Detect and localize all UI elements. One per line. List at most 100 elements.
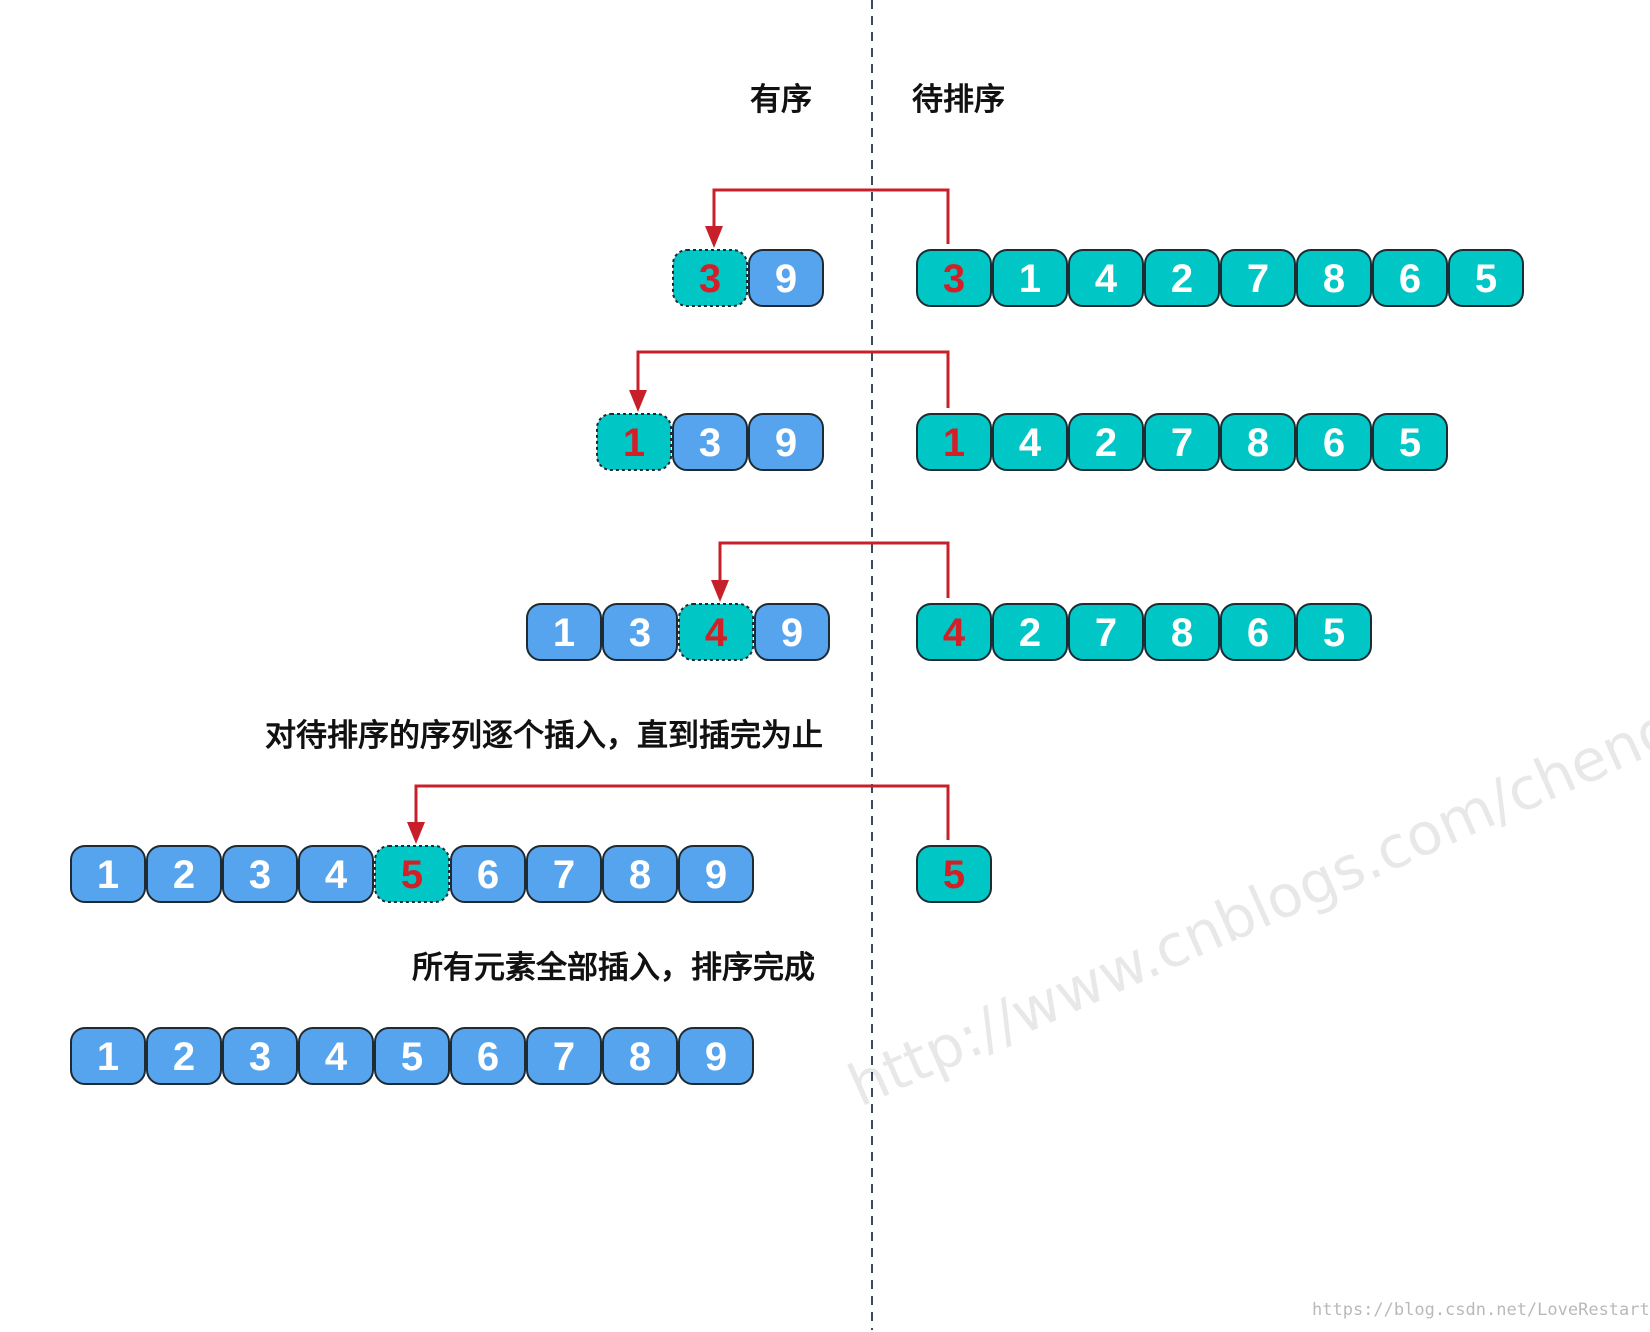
step2-sorted-cell-box [748,413,824,471]
step4-sorted-cell-label: 2 [173,853,195,897]
step3-sorted-cell-box [678,603,754,661]
step2-unsorted-cell-label: 2 [1095,421,1117,465]
step4-sorted-cell-label: 8 [629,853,651,897]
step1-unsorted-cell-box [1296,249,1372,307]
step1-unsorted-cell-box [916,249,992,307]
final-sorted-cell-box [678,1027,754,1085]
step2-insert-arrow [636,350,950,408]
final-sorted-cell-label: 5 [401,1035,423,1079]
step2-sorted-cell-label: 1 [623,421,645,465]
step3-unsorted-cell: 4 [916,603,992,661]
step1-unsorted-cell-box [1448,249,1524,307]
step2-unsorted-cell: 8 [1220,413,1296,471]
step3-unsorted-cell-label: 4 [943,611,966,655]
caption-insert-each: 对待排序的序列逐个插入，直到插完为止 [265,718,823,754]
step1-unsorted-cell-label: 3 [943,257,965,301]
step1-sorted-cell-label: 3 [699,257,721,301]
step3-unsorted-cell-label: 7 [1095,611,1117,655]
step4-sorted-cell-label: 5 [401,853,423,897]
step4-sorted-cell: 8 [602,845,678,903]
step1-unsorted-cell-label: 6 [1399,257,1421,301]
step4-sorted-cell: 5 [374,845,450,903]
step2-sorted-cell: 1 [596,413,672,471]
step1-unsorted-cell: 1 [992,249,1068,307]
final-sorted-cell-box [70,1027,146,1085]
step1-sorted-cell-box [672,249,748,307]
step4-sorted-cell-box [146,845,222,903]
step3-unsorted-cell-label: 6 [1247,611,1269,655]
step2-arrow-head [629,390,647,412]
step2-unsorted-cell: 2 [1068,413,1144,471]
step3-unsorted-cell: 5 [1296,603,1372,661]
final-sorted-cell: 5 [374,1027,450,1085]
step4-sorted-cell-box [678,845,754,903]
step1-sorted-cell: 3 [672,249,748,307]
step1-unsorted-cell-box [992,249,1068,307]
final-sorted-cell: 7 [526,1027,602,1085]
step2-unsorted-cell-label: 1 [943,421,965,465]
step4-sorted-cell: 9 [678,845,754,903]
step4-sorted-cell-box [526,845,602,903]
step2-unsorted-cell: 5 [1372,413,1448,471]
step1-unsorted-cell: 3 [916,249,992,307]
step2-unsorted-cell-label: 8 [1247,421,1269,465]
step4-sorted-cell-box [374,845,450,903]
step2-unsorted-cell: 7 [1144,413,1220,471]
step1-arrow-head [705,226,723,248]
step2-sorted-cell-label: 9 [775,421,797,465]
step4-sorted-cell-box [70,845,146,903]
step1-unsorted-cell-box [1220,249,1296,307]
credit-text: https://blog.csdn.net/LoveRestart [1312,1300,1650,1320]
step2-unsorted-cell-label: 6 [1323,421,1345,465]
step4-unsorted-cell-label: 5 [943,853,965,897]
step3-unsorted-cell-box [1144,603,1220,661]
step3-sorted-cell: 9 [754,603,830,661]
step3-unsorted-cell-box [1220,603,1296,661]
step1-unsorted-cell-box [1372,249,1448,307]
step2-sorted-cell: 9 [748,413,824,471]
step4-unsorted-cell: 5 [916,845,992,903]
step2-sorted-cell-label: 3 [699,421,721,465]
final-sorted-cell-box [526,1027,602,1085]
step3-unsorted-cell-box [1068,603,1144,661]
step1-unsorted-cell-label: 4 [1095,257,1118,301]
final-sorted-cell-label: 2 [173,1035,195,1079]
final-sorted-cell: 6 [450,1027,526,1085]
step2-unsorted-cell-label: 7 [1171,421,1193,465]
caption-sort-complete: 所有元素全部插入，排序完成 [412,950,815,986]
final-sorted-cell-label: 1 [97,1035,119,1079]
step3-unsorted-cell: 7 [1068,603,1144,661]
step1-sorted-cell: 9 [748,249,824,307]
step2-unsorted-cell: 4 [992,413,1068,471]
step3-sorted-cell-box [526,603,602,661]
step4-unsorted-cell-box [916,845,992,903]
step3-unsorted-cell-box [916,603,992,661]
final-sorted-cell-label: 9 [705,1035,727,1079]
step1-unsorted-cell-box [1144,249,1220,307]
step1-unsorted-cell: 5 [1448,249,1524,307]
step3-unsorted-cell-label: 5 [1323,611,1345,655]
step2-unsorted-cell-box [1220,413,1296,471]
step4-sorted-cell-box [222,845,298,903]
step2-unsorted-cell-label: 4 [1019,421,1042,465]
step4-sorted-cell: 3 [222,845,298,903]
step1-sorted-cell-label: 9 [775,257,797,301]
step4-arrow-head [407,822,425,844]
step3-unsorted-cell-box [1296,603,1372,661]
step4-sorted-cell-box [450,845,526,903]
step1-unsorted-cell: 8 [1296,249,1372,307]
step4-sorted-cell-box [298,845,374,903]
step4-sorted-cell: 2 [146,845,222,903]
step3-unsorted-cell-box [992,603,1068,661]
final-sorted-cell: 4 [298,1027,374,1085]
final-sorted-cell-label: 4 [325,1035,348,1079]
final-sorted-cell-label: 6 [477,1035,499,1079]
step1-unsorted-cell-label: 8 [1323,257,1345,301]
final-sorted-cell: 8 [602,1027,678,1085]
step4-sorted-cell: 4 [298,845,374,903]
step3-sorted-cell-box [602,603,678,661]
final-sorted-cell: 3 [222,1027,298,1085]
step2-sorted-cell: 3 [672,413,748,471]
step1-unsorted-cell: 7 [1220,249,1296,307]
arrow-layer [407,188,950,844]
